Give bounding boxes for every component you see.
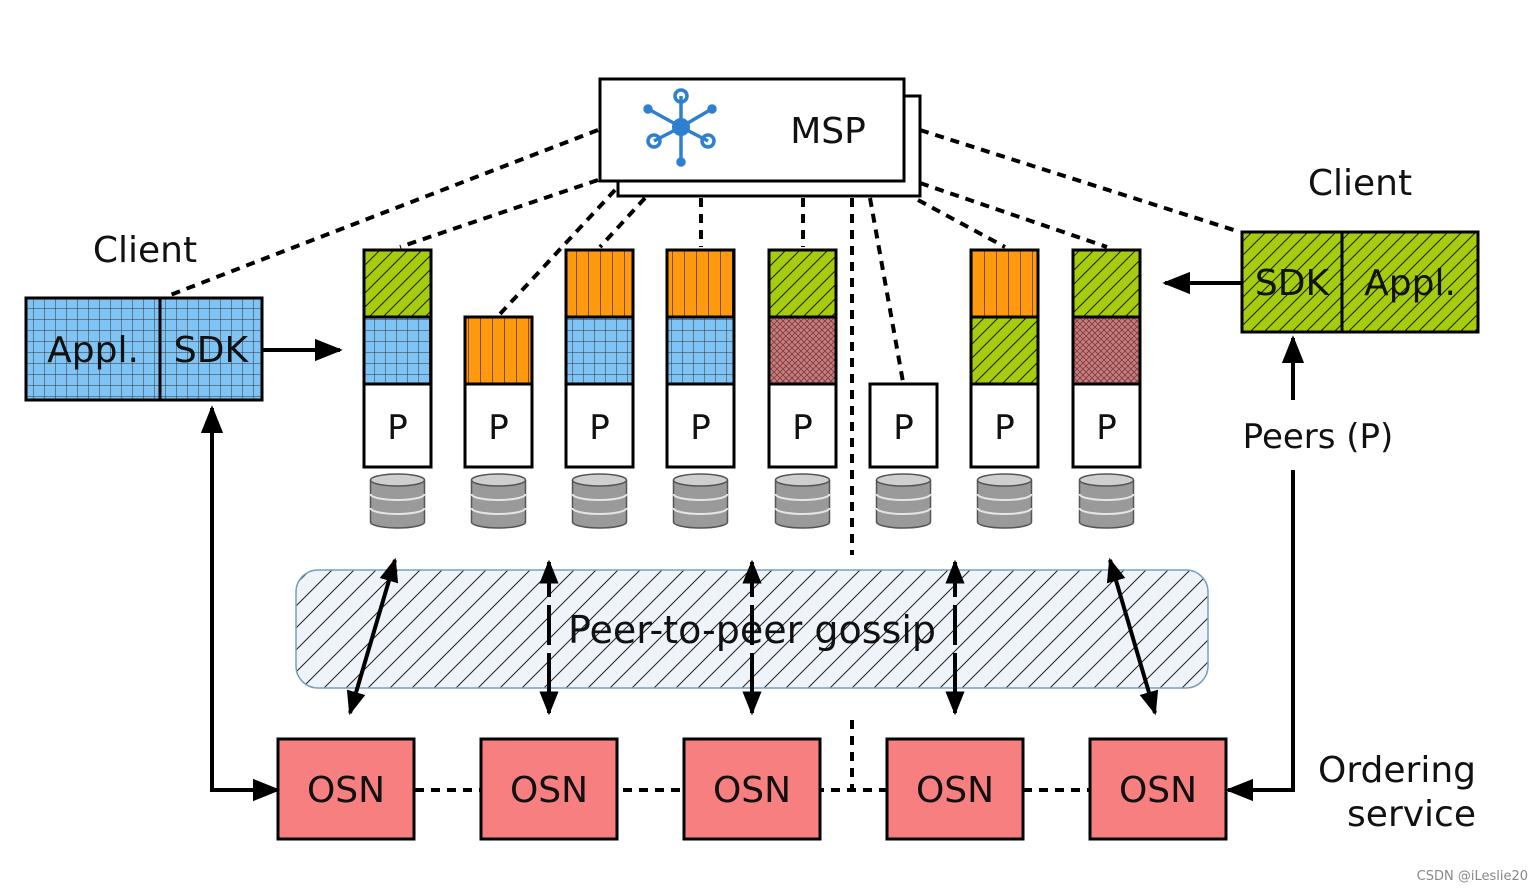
database-icon <box>774 473 831 529</box>
database-icon <box>470 473 527 529</box>
osn-3-label: OSN <box>713 770 791 811</box>
osn-4-label: OSN <box>916 770 994 811</box>
database-icon <box>875 473 932 529</box>
msp-box: MSP <box>598 77 922 198</box>
database-icon <box>571 473 628 529</box>
peer-2-label: P <box>488 408 509 448</box>
peer-3-label: P <box>589 408 610 448</box>
peer-2: P <box>463 315 534 529</box>
osn-1: OSN <box>276 737 416 841</box>
peer-7-label: P <box>994 408 1015 448</box>
peer-1: P <box>362 248 433 529</box>
peer-7: P <box>969 248 1040 529</box>
osn-1-label: OSN <box>307 770 385 811</box>
network-hub-icon <box>643 88 717 167</box>
msp-to-peer-6-line <box>868 197 905 383</box>
msp-to-peer-7-line <box>917 198 1006 249</box>
left-client-appl-label: Appl. <box>47 330 139 371</box>
msp-to-peer-2-line <box>498 188 617 316</box>
osn-5-label: OSN <box>1119 770 1197 811</box>
msp-to-peer-3-line <box>598 196 647 249</box>
osn1-peer1-arrow <box>346 557 399 716</box>
peers-label: Peers (P) <box>1243 417 1394 457</box>
database-icon <box>672 473 729 529</box>
gossip-arrows <box>346 557 1159 716</box>
osn-2: OSN <box>479 737 619 841</box>
msp-to-peer-8-line <box>919 181 1108 249</box>
database-icon <box>976 473 1033 529</box>
right-client-appl-label: Appl. <box>1364 263 1456 304</box>
osn-2-label: OSN <box>510 770 588 811</box>
left-client-title: Client <box>93 230 197 271</box>
msp-to-right-client-line <box>919 128 1241 234</box>
peer-4-label: P <box>690 408 711 448</box>
ordering-service-nodes: OSN OSN OSN OSN OSN <box>276 737 1228 841</box>
osn5-peer8-arrow <box>1106 557 1159 716</box>
peer-8-label: P <box>1096 408 1117 448</box>
database-icon <box>1078 473 1135 529</box>
left-client-sdk-label: SDK <box>174 330 250 371</box>
peer-5: P <box>767 248 838 529</box>
msp-to-left-client-line <box>164 128 599 299</box>
osn-5: OSN <box>1088 737 1228 841</box>
database-icon <box>369 473 426 529</box>
ordering-service-label-line2: service <box>1347 794 1476 835</box>
peer-8: P <box>1071 248 1142 529</box>
right-client-ordering-arrow <box>1225 470 1295 802</box>
watermark: CSDN @iLeslie20 <box>1416 869 1528 884</box>
ordering-service-label-line1: Ordering <box>1318 750 1476 791</box>
right-client-sdk-label: SDK <box>1255 263 1331 304</box>
right-client-title: Client <box>1308 163 1412 204</box>
peer-4: P <box>665 248 736 529</box>
peer-6-label: P <box>893 408 914 448</box>
peer-6: P <box>868 382 939 529</box>
osn-4: OSN <box>885 737 1025 841</box>
peer-1-label: P <box>387 408 408 448</box>
msp-label: MSP <box>790 111 866 152</box>
peer-3: P <box>564 248 635 529</box>
peer-5-label: P <box>792 408 813 448</box>
osn-3: OSN <box>682 737 822 841</box>
left-client-ordering-arrow <box>200 405 281 802</box>
left-client: Client Appl. SDK <box>24 230 264 402</box>
msp-to-peer-1-line <box>399 178 599 249</box>
right-client: Client SDK Appl. <box>1240 163 1480 334</box>
